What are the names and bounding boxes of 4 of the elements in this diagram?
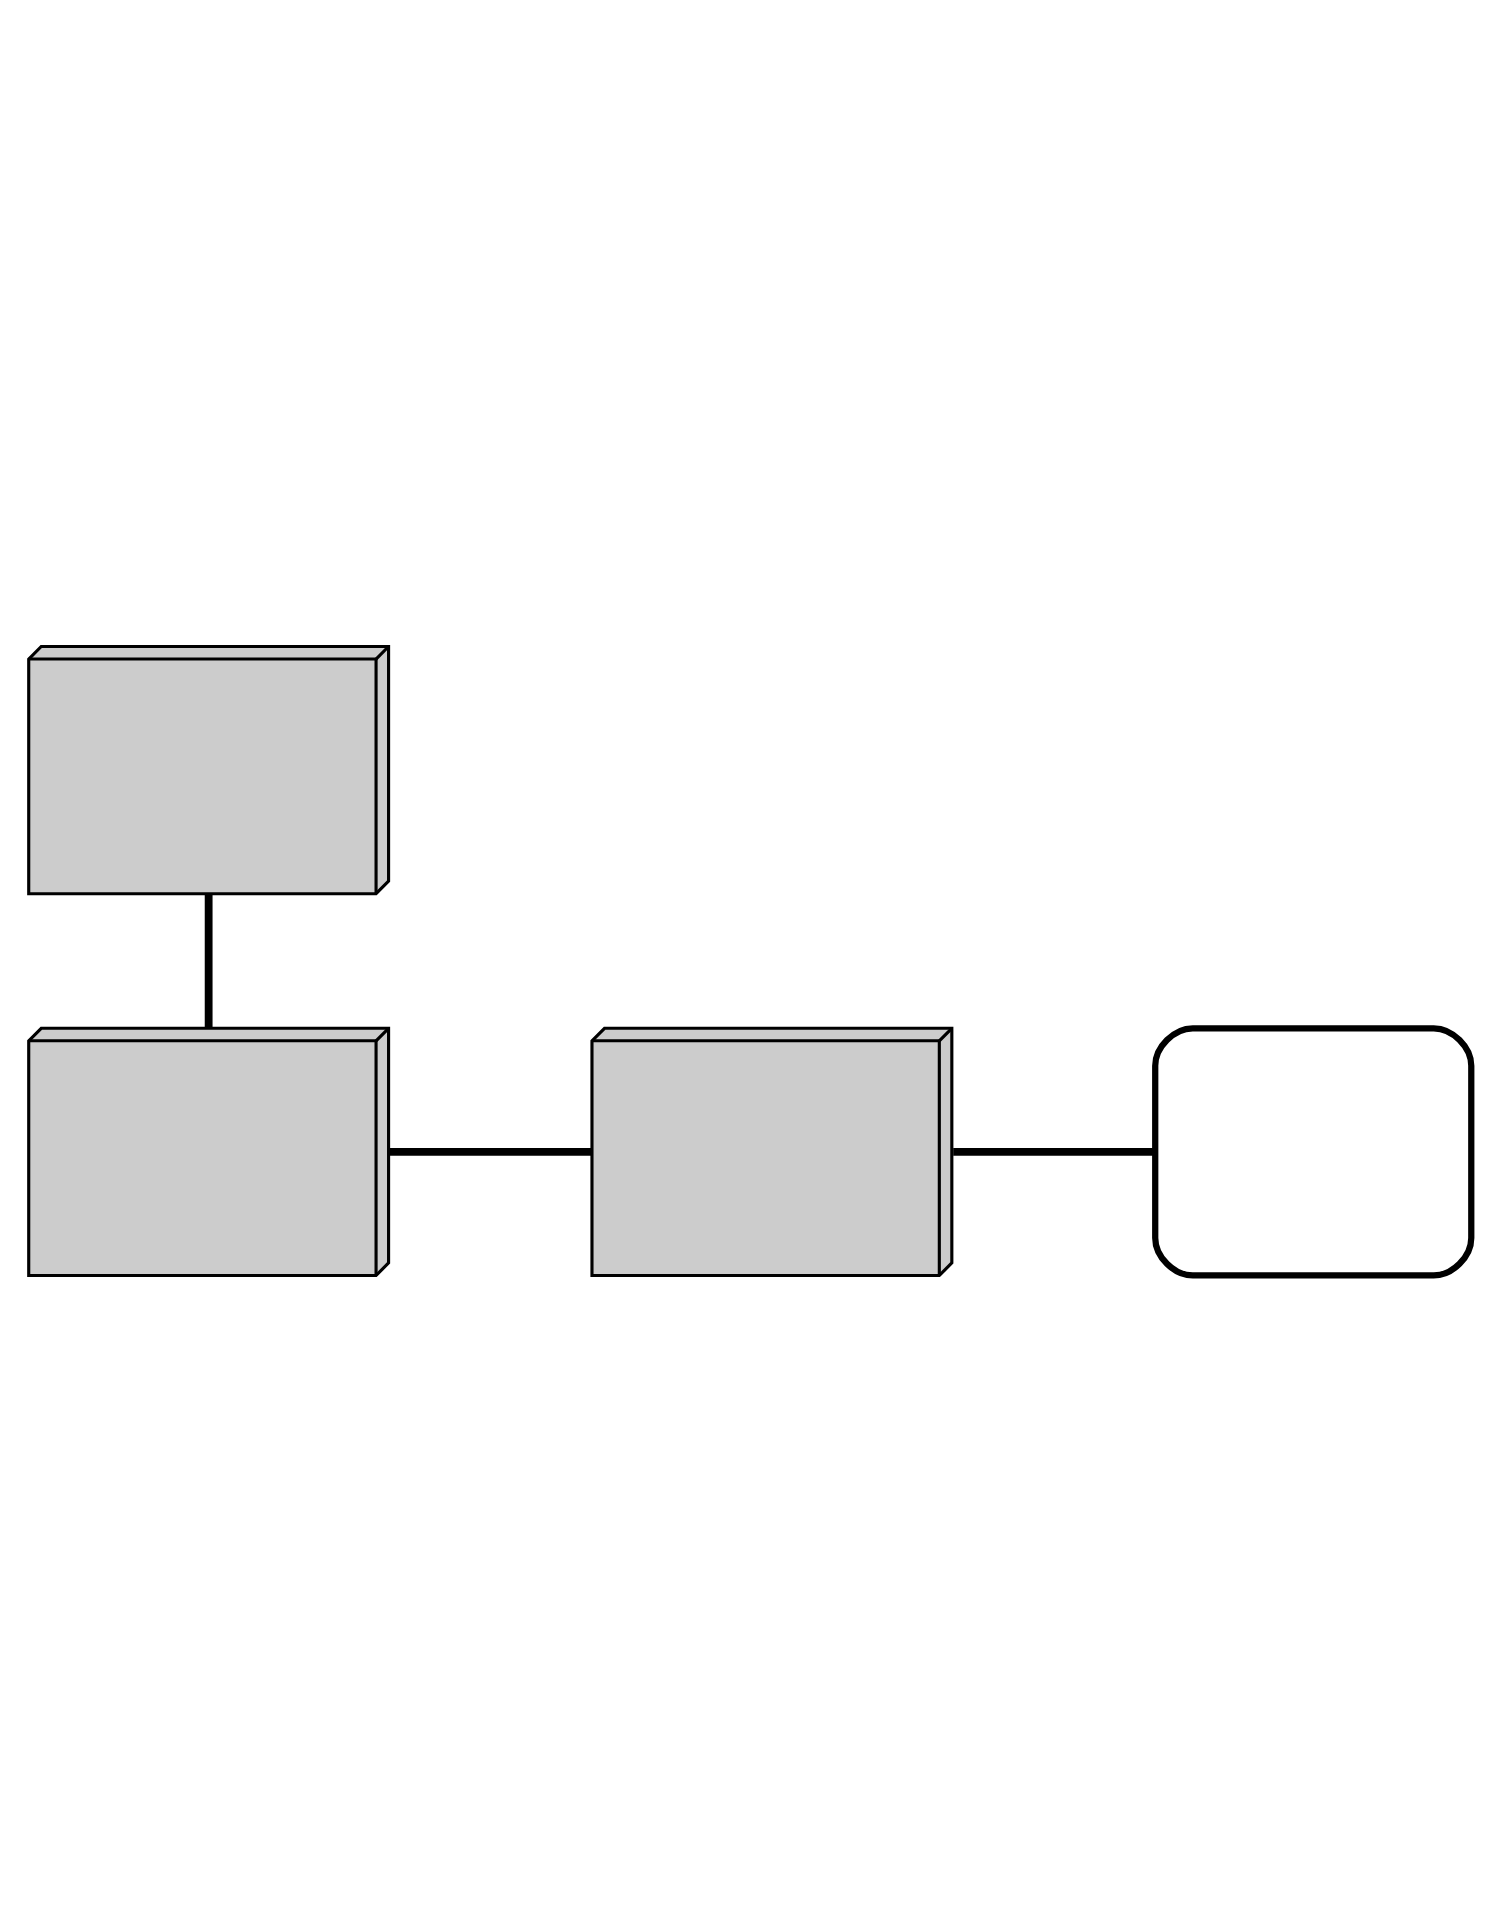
- connector: [204, 894, 213, 1029]
- node-box: [1152, 1025, 1475, 1279]
- connector: [953, 1147, 1156, 1156]
- connector: [389, 1147, 592, 1156]
